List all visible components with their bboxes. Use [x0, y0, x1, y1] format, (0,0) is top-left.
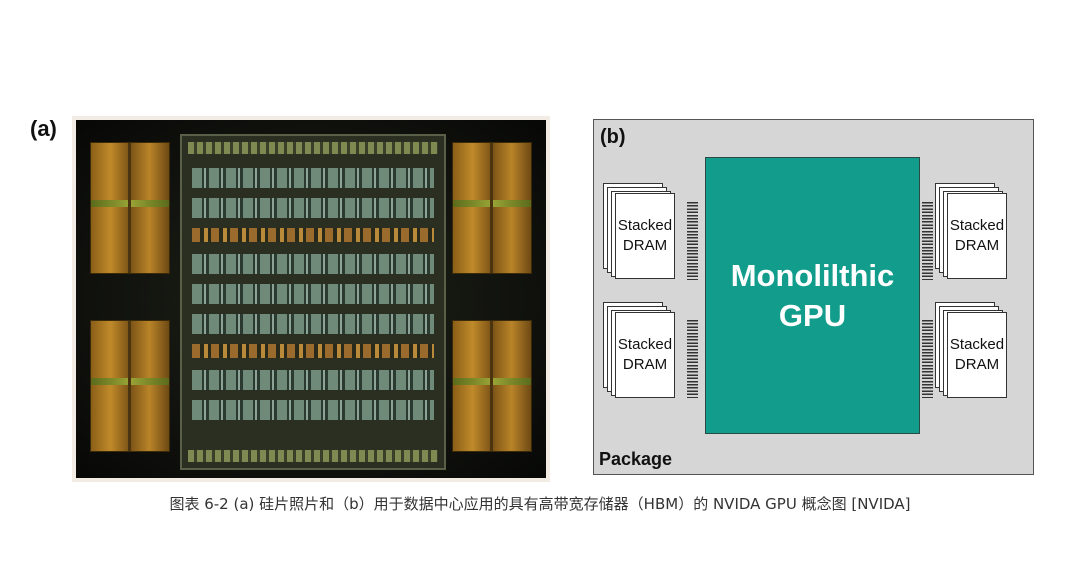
dram-stack-bottom-left: Stacked DRAM — [603, 302, 675, 398]
core-io-strip-bottom — [188, 450, 438, 462]
panel-b-label: (b) — [600, 126, 626, 149]
figure-caption: 图表 6-2 (a) 硅片照片和（b）用于数据中心应用的具有高带宽存储器（HBM… — [0, 493, 1080, 514]
sm-row — [192, 168, 434, 188]
dram-label-line2: DRAM — [955, 355, 999, 375]
sm-row — [192, 314, 434, 334]
dram-label-line1: Stacked — [950, 335, 1004, 355]
dram-stack-top-left: Stacked DRAM — [603, 183, 675, 279]
dram-label-line1: Stacked — [950, 216, 1004, 236]
cache-row — [192, 344, 434, 358]
sm-row — [192, 254, 434, 274]
sm-row — [192, 370, 434, 390]
cache-row — [192, 228, 434, 242]
panel-a-label: (a) — [30, 116, 57, 142]
dram-interconnect-pins — [922, 202, 933, 280]
dram-label-line1: Stacked — [618, 335, 672, 355]
gpu-label-line2: GPU — [779, 296, 846, 336]
sm-row — [192, 198, 434, 218]
gpu-label-line1: Monolilthic — [731, 256, 895, 296]
dram-layer-front: Stacked DRAM — [947, 193, 1007, 279]
sm-row — [192, 284, 434, 304]
hbm-stack-top-left — [90, 142, 170, 274]
hbm-stack-bottom-right — [452, 320, 532, 452]
dram-layer-front: Stacked DRAM — [615, 312, 675, 398]
dram-interconnect-pins — [922, 320, 933, 398]
dram-layer-front: Stacked DRAM — [615, 193, 675, 279]
dram-interconnect-pins — [687, 320, 698, 398]
hbm-stack-bottom-left — [90, 320, 170, 452]
sm-row — [192, 400, 434, 420]
package-diagram: (b) Monolilthic GPU Stacked DRAM Stacked… — [593, 119, 1034, 475]
package-label: Package — [599, 449, 672, 470]
dram-stack-bottom-right: Stacked DRAM — [935, 302, 1007, 398]
dram-label-line2: DRAM — [623, 355, 667, 375]
dram-interconnect-pins — [687, 202, 698, 280]
hbm-stack-top-right — [452, 142, 532, 274]
dram-layer-front: Stacked DRAM — [947, 312, 1007, 398]
die-image — [76, 120, 546, 478]
core-io-strip-top — [188, 142, 438, 154]
gpu-die-core — [180, 134, 446, 470]
die-photo — [72, 116, 550, 482]
dram-stack-top-right: Stacked DRAM — [935, 183, 1007, 279]
dram-label-line2: DRAM — [955, 236, 999, 256]
dram-label-line2: DRAM — [623, 236, 667, 256]
dram-label-line1: Stacked — [618, 216, 672, 236]
monolithic-gpu: Monolilthic GPU — [705, 157, 920, 434]
